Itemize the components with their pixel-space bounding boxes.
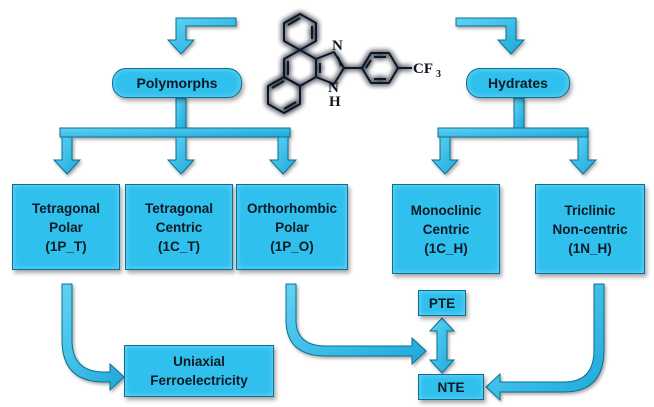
monoclinic-centric-node: Monoclinic Centric (1C_H)	[392, 184, 500, 274]
arrow-to-hydrates	[455, 17, 526, 55]
orthorhombic-polar-line-1: Orthorhombic	[247, 200, 337, 216]
tetragonal-polar-line-3: (1P_T)	[45, 238, 87, 254]
orthorhombic-polar-line-2: Polar	[275, 219, 309, 235]
arrow-to-polymorphs	[166, 17, 237, 55]
pte-nte-double-arrow	[428, 317, 456, 374]
nte-label: NTE	[437, 379, 465, 395]
triclinic-noncentric-node: Triclinic Non-centric (1N_H)	[535, 184, 645, 274]
monoclinic-centric-line-3: (1C_H)	[424, 240, 468, 256]
polymorphs-node: Polymorphs	[112, 68, 242, 98]
pte-label: PTE	[428, 295, 456, 311]
cf3-subscript: 3	[436, 69, 441, 80]
orthorhombic-polar-line-3: (1P_O)	[270, 238, 314, 254]
monoclinic-centric-line-2: Centric	[422, 221, 470, 237]
imidazole-h-label: H	[329, 94, 341, 110]
uniaxial-line-1: Uniaxial	[173, 354, 225, 369]
hydrates-node: Hydrates	[466, 68, 570, 98]
arrow-to-uniaxial	[61, 283, 125, 392]
triclinic-noncentric-line-3: (1N_H)	[568, 240, 612, 256]
molecule-labels: N N H CF 3	[328, 38, 441, 110]
uniaxial-ferroelectricity-node: Uniaxial Ferroelectricity	[124, 345, 274, 397]
cf3-label: CF	[413, 61, 433, 77]
tetragonal-polar-line-2: Polar	[49, 219, 83, 235]
triclinic-noncentric-line-1: Triclinic	[564, 202, 616, 218]
imidazole-n-label: N	[332, 38, 343, 54]
tetragonal-polar-node: Tetragonal Polar (1P_T)	[12, 184, 120, 270]
tetragonal-centric-node: Tetragonal Centric (1C_T)	[125, 184, 233, 270]
pte-node: PTE	[418, 290, 466, 316]
tetragonal-polar-line-1: Tetragonal	[31, 200, 100, 216]
molecule-structure	[267, 13, 412, 114]
monoclinic-centric-line-1: Monoclinic	[410, 202, 482, 218]
triclinic-noncentric-line-2: Non-centric	[552, 221, 628, 237]
orthorhombic-polar-node: Orthorhombic Polar (1P_O)	[236, 184, 348, 270]
tetragonal-centric-line-3: (1C_T)	[157, 238, 200, 254]
polymorphs-branch-arrows	[52, 97, 298, 175]
arrow-to-nte	[485, 283, 605, 402]
polymorphs-label: Polymorphs	[136, 74, 218, 91]
hydrates-label: Hydrates	[488, 74, 548, 91]
uniaxial-line-2: Ferroelectricity	[150, 373, 248, 388]
tetragonal-centric-line-1: Tetragonal	[144, 200, 213, 216]
arrow-to-thermal-expansion	[285, 283, 427, 366]
tetragonal-centric-line-2: Centric	[155, 219, 203, 235]
hydrates-branch-arrows	[430, 97, 598, 175]
nte-node: NTE	[418, 374, 484, 400]
imidazole-nh-label: N	[328, 80, 339, 96]
